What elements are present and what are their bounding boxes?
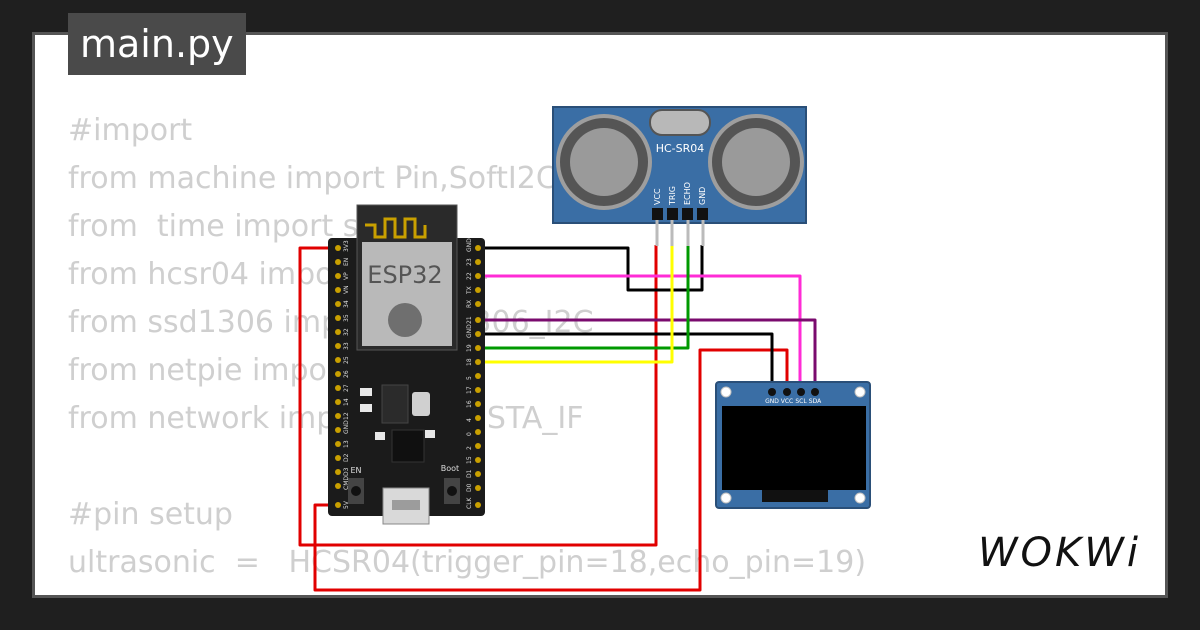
hcsr04-pin-label: VCC [653,188,662,205]
en-label: EN [350,466,361,475]
pin-label: 3V3 [343,240,350,252]
code-line: ultrasonic = HCSR04(trigger_pin=18,echo_… [68,545,867,580]
pin-label: 22 [466,272,473,280]
wire-echo-green[interactable] [478,245,690,350]
oled-screen [722,406,866,490]
pin-label: VP [343,272,350,280]
pin-label: D3 [343,467,350,476]
pin-label: TX [466,286,473,295]
code-line: i2c = SoftI2C(scl=Pin(22),sda=Pin(21)) [68,587,866,595]
pin-label: 17 [466,386,473,394]
pin-label: 16 [466,400,473,408]
antenna-trace [365,217,427,239]
pin-label: 15 [466,456,473,464]
pin-label: 5 [466,376,473,380]
boot-label: Boot [441,464,459,473]
code-line: #pin setup [68,497,233,532]
pin-label: D0 [466,483,473,492]
pin-label: GND [466,324,473,338]
crystal-oscillator [649,109,711,136]
hcsr04-pin-label: ECHO [683,182,692,205]
hcsr04-pin-label: TRIG [668,186,677,206]
espressif-logo-icon [388,303,422,337]
oled-pin-label: SDA [809,398,822,405]
hcsr04-module[interactable]: HC-SR04 VCC TRIG ECHO GND [552,106,807,246]
pin-label: 19 [466,344,473,352]
pin-label: D1 [466,469,473,478]
wokwi-logo: WOKWi [978,530,1141,576]
pin-label: 4 [466,418,473,422]
code-line: from machine import Pin,SoftI2C [68,161,557,196]
wire-3v3-red[interactable] [298,245,658,547]
oled-pin-label: VCC [781,398,793,405]
pin-label: 21 [466,316,473,324]
pin-label: 32 [343,328,350,336]
esp32-left-pin-labels: 3V3 EN VP VN 34 35 32 33 25 26 27 14 12 … [343,240,350,509]
file-tab-main-py[interactable]: main.py [68,13,246,75]
wire-trig-yellow[interactable] [478,245,674,364]
oled-pin-label: SCL [795,398,807,405]
pin-label: CLK [466,496,473,509]
hcsr04-title: HC-SR04 [656,142,705,155]
pin-label: 33 [343,342,350,350]
wire-sda-purple[interactable] [478,318,817,392]
wire-scl-magenta[interactable] [478,274,802,392]
pin-label: 12 [343,412,350,420]
pin-label: 0 [466,432,473,436]
pin-label: 13 [343,440,350,448]
pin-label: EN [343,258,350,266]
code-line: #import [68,113,193,148]
pin-label: 5V [343,500,350,509]
led-component [412,392,430,416]
pin-label: 27 [343,384,350,392]
esp32-title: ESP32 [367,261,442,289]
wires [298,245,817,592]
wire-5v-red[interactable] [313,348,789,592]
pin-label: VN [343,285,350,294]
pin-label: GND [343,420,350,434]
pin-label: 25 [343,356,350,364]
pin-label: D2 [343,453,350,462]
wire-gnd-black[interactable] [478,245,704,292]
pin-label: 18 [466,358,473,366]
oled-display-module[interactable]: GND VCC SCL SDA [715,381,871,509]
pin-label: 14 [343,398,350,406]
esp32-right-pin-labels: GND 23 22 TX RX 21 GND 19 18 5 17 16 4 0… [466,238,473,509]
pin-label: 26 [343,370,350,378]
pin-label: 2 [466,446,473,450]
hcsr04-pin-label: GND [698,187,707,205]
esp32-board[interactable]: ESP32 3V3 EN VP VN 34 35 32 33 [328,204,485,525]
pin-label: CMD [343,476,350,490]
usb-uart-chip [391,429,425,463]
wire-gnd-oled-black[interactable] [478,332,774,392]
oled-pin-label: GND [765,398,779,405]
pin-label: 23 [466,258,473,266]
pin-label: 35 [343,314,350,322]
pin-label: GND [466,238,473,252]
pin-label: 34 [343,300,350,308]
pin-label: RX [466,300,473,308]
